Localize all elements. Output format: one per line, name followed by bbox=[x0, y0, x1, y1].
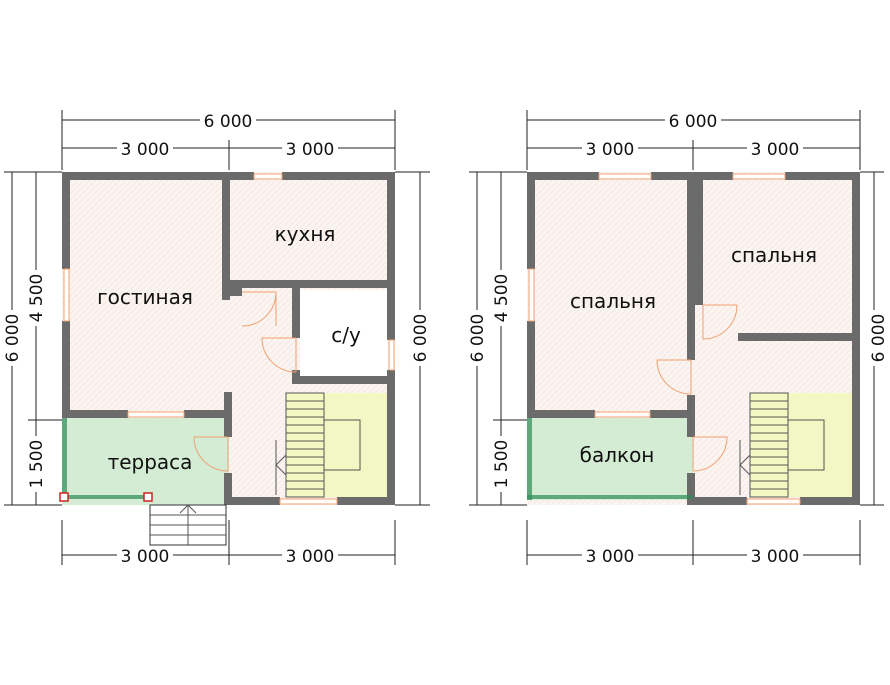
room-label-terrace: терраса bbox=[108, 450, 193, 474]
upper-windows bbox=[528, 173, 801, 505]
room-label-balcony: балкон bbox=[580, 443, 655, 467]
dim-top-total: 6 000 bbox=[204, 112, 253, 132]
bathroom-area bbox=[300, 290, 388, 382]
upper-doors bbox=[656, 304, 738, 472]
dim-left-upper: 4 500 bbox=[27, 274, 47, 323]
dim-left-total: 6 000 bbox=[3, 314, 23, 363]
ground-staircase bbox=[275, 392, 361, 498]
upper-staircase-area bbox=[750, 393, 852, 497]
dim-left-lower: 1 500 bbox=[492, 440, 512, 489]
ground-dimension-labels: 6 000 3 000 3 000 3 000 3 000 6 000 4 50… bbox=[2, 110, 431, 567]
dim-top-right: 3 000 bbox=[286, 140, 335, 160]
dim-bottom-left: 3 000 bbox=[121, 547, 170, 567]
upper-walls bbox=[527, 172, 860, 505]
dim-top-left: 3 000 bbox=[121, 140, 170, 160]
dim-bottom-right: 3 000 bbox=[286, 547, 335, 567]
dim-left-upper: 4 500 bbox=[492, 274, 512, 323]
upper-dimension-labels: 6 000 3 000 3 000 3 000 3 000 6 000 4 50… bbox=[467, 110, 889, 567]
room-label-kitchen: кухня bbox=[275, 222, 336, 246]
dim-right-total: 6 000 bbox=[869, 314, 889, 363]
dim-left-total: 6 000 bbox=[468, 314, 488, 363]
staircase-area bbox=[286, 393, 388, 497]
terrace-railing bbox=[59, 418, 153, 502]
ground-walls bbox=[62, 172, 395, 505]
terrace-area bbox=[62, 418, 229, 505]
dim-left-lower: 1 500 bbox=[27, 440, 47, 489]
dim-top-right: 3 000 bbox=[751, 140, 800, 160]
ground-windows bbox=[63, 173, 395, 505]
balcony-railing bbox=[527, 418, 693, 500]
ground-doors bbox=[193, 291, 297, 472]
balcony-area bbox=[527, 418, 693, 500]
dim-top-left: 3 000 bbox=[586, 140, 635, 160]
room-label-bathroom: с/у bbox=[331, 323, 361, 347]
upper-floor-plan: 6 000 3 000 3 000 3 000 3 000 6 000 4 50… bbox=[467, 110, 889, 567]
ground-floor-plan: 6 000 3 000 3 000 3 000 3 000 6 000 4 50… bbox=[2, 110, 431, 567]
dim-bottom-right: 3 000 bbox=[751, 547, 800, 567]
dim-bottom-left: 3 000 bbox=[586, 547, 635, 567]
entrance-steps bbox=[149, 504, 227, 546]
room-label-bedroom-left: спальня bbox=[570, 289, 656, 313]
dim-right-total: 6 000 bbox=[411, 314, 431, 363]
room-label-bedroom-right: спальня bbox=[731, 243, 817, 267]
dim-top-total: 6 000 bbox=[669, 112, 718, 132]
upper-staircase bbox=[739, 392, 825, 498]
room-label-living: гостиная bbox=[97, 285, 193, 309]
